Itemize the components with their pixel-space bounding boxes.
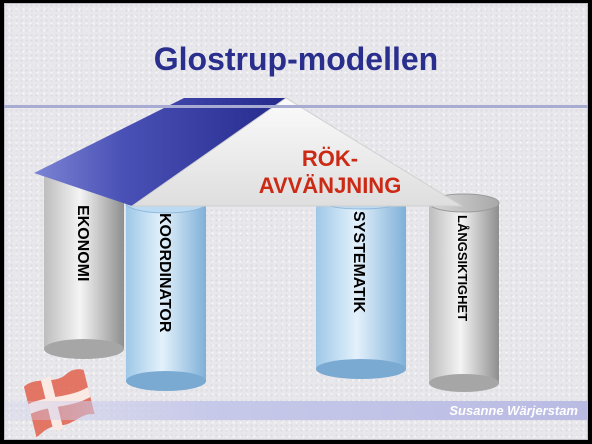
footer-bar (4, 401, 588, 420)
roof: RÖK- AVVÄNJNING (34, 97, 464, 207)
roof-left-face (34, 98, 286, 206)
roof-label-line1: RÖK- (302, 146, 358, 171)
roof-pediment (130, 97, 464, 207)
pillar-label-koordinator: KOORDINATOR (156, 213, 173, 333)
title-divider (4, 105, 588, 108)
author-name: Susanne Wärjerstam (449, 403, 578, 418)
slide-title: Glostrup-modellen (153, 41, 439, 77)
pillar-systematik: SYSTEMATIK (315, 188, 407, 379)
slide: EKONOMI LÅNGSIKTIGHET SYSTEMATIK KOORDIN… (4, 3, 588, 440)
pillar-koordinator: KOORDINATOR (125, 192, 207, 391)
pillar-langsiktighet: LÅNGSIKTIGHET (428, 193, 500, 392)
pillar-label-systematik: SYSTEMATIK (350, 211, 367, 313)
temple-diagram: EKONOMI LÅNGSIKTIGHET SYSTEMATIK KOORDIN… (23, 97, 500, 438)
pillar-label-ekonomi: EKONOMI (74, 205, 91, 281)
roof-label-line2: AVVÄNJNING (259, 173, 402, 198)
pillar-label-langsiktighet: LÅNGSIKTIGHET (455, 215, 470, 321)
